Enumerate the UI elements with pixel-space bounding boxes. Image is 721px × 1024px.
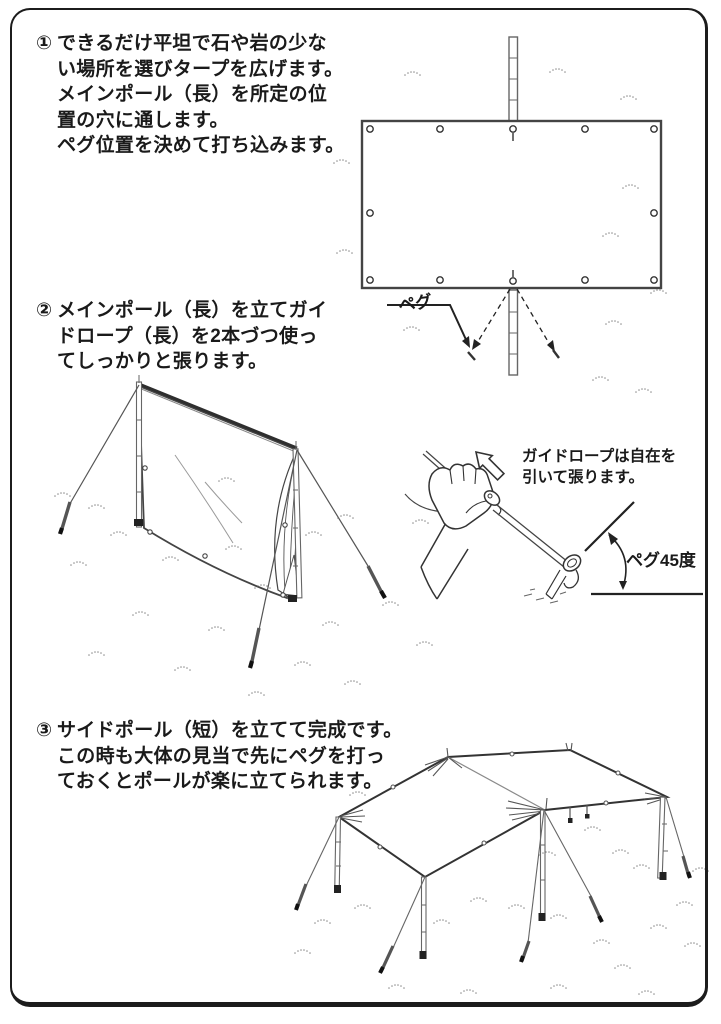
step2-number: ② [36, 300, 53, 321]
peg-angle-diagram [584, 501, 703, 596]
canopy-ridge [447, 756, 546, 811]
ground-peg [545, 554, 582, 600]
grommets [366, 125, 658, 285]
guide-rope-note: ガイドロープは自在を 引いて張ります。 [522, 448, 677, 486]
step1-instructions: ① できるだけ平坦で石や岩の少な い場所を選びタープを広げます。 メインポール（… [36, 31, 345, 159]
step3-instructions: ③ サイドポール（短）を立てて完成です。 この時も大体の見当で先にペグを打っ て… [36, 718, 403, 795]
step2-tarp-raised-diagram [58, 375, 387, 669]
pull-direction-arrow [474, 450, 506, 482]
peg-callout-label: ペグ [397, 291, 434, 316]
step3-completed-tarp-diagram [294, 742, 692, 974]
peg-leader-arrow [387, 304, 470, 348]
hand-fist [428, 463, 495, 530]
page-border-frame [10, 8, 708, 1007]
step2-lines: メインポール（長）を立てガイ ドロープ（長）を2本づつ使っ てしっかりと張ります… [57, 300, 328, 372]
step3-lines: サイドポール（短）を立てて完成です。 この時も大体の見当で先にペグを打っ ておく… [57, 720, 403, 792]
grass-tufts [54, 68, 709, 995]
tarp-sheet [360, 119, 663, 290]
guy-ropes [67, 384, 369, 631]
pole-feet [334, 872, 667, 959]
step2-guide-rope-hand-diagram [404, 450, 582, 604]
step1-lines: できるだけ平坦で石や岩の少な い場所を選びタープを広げます。 メインポール（長）… [57, 33, 345, 156]
guy-ropes [305, 796, 685, 949]
right-main-pole [292, 448, 303, 599]
tarp-face [138, 384, 298, 600]
pegs [59, 501, 385, 667]
step3-number: ③ [36, 720, 53, 741]
step1-tarp-layout-diagram [360, 36, 663, 376]
peg-guide-lines [473, 288, 554, 351]
step2-instructions: ② メインポール（長）を立てガイ ドロープ（長）を2本づつ使っ てしっかりと張り… [36, 298, 327, 375]
step1-number: ① [36, 33, 53, 54]
ridge-line [138, 382, 298, 450]
peg-angle-label: ペグ45度 [626, 551, 696, 570]
